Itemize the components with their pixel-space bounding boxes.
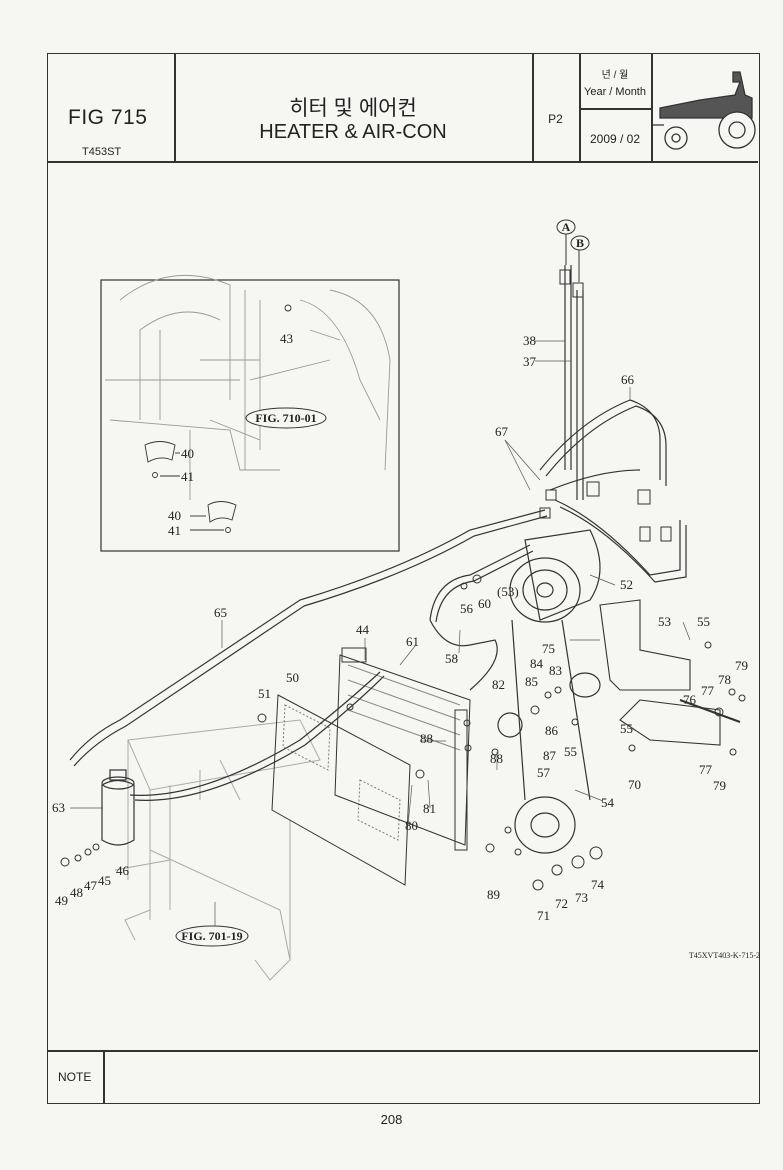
part-label: 50 [286, 670, 299, 685]
year-month-label: Year / Month [584, 86, 646, 98]
part-label: 49 [55, 893, 68, 908]
part-label: 55 [620, 721, 633, 736]
header-col-line [579, 54, 581, 161]
header-col-line [174, 54, 176, 161]
page-title: HEATER & AIR-CON [259, 121, 447, 143]
part-label: 43 [280, 331, 293, 346]
drawing-code: T45XVT403-K-715-2 [689, 951, 760, 960]
leader-lines [70, 340, 691, 926]
part-label: 88 [420, 731, 433, 746]
page-number: 208 [380, 1112, 403, 1127]
part-label: 47 [84, 878, 98, 893]
part-label: 63 [52, 800, 65, 815]
part-label: 79 [735, 658, 748, 673]
part-label: 77 [699, 762, 713, 777]
inset-frame-sketch [105, 275, 391, 533]
connector-label-a: A [562, 220, 571, 234]
part-label: 78 [718, 672, 731, 687]
part-label: 37 [523, 354, 537, 369]
part-label: 40 [181, 446, 194, 461]
part-label: 72 [555, 896, 568, 911]
part-label: (53) [497, 584, 519, 599]
page-title-korean: 히터 및 에어컨 [289, 97, 417, 120]
part-label: 46 [116, 863, 130, 878]
compressor [509, 529, 601, 623]
page-frame: FIG 715 T453ST 히터 및 에어컨 HEATER & AIR-CON… [47, 53, 760, 1104]
part-label: 83 [549, 663, 562, 678]
figure-number: FIG 715 [68, 106, 148, 129]
part-label: 67 [495, 424, 509, 439]
chassis-sketch [114, 719, 321, 981]
header-col-line [532, 54, 534, 161]
part-label: 89 [487, 887, 500, 902]
part-label: 76 [683, 692, 697, 707]
drive-belt [497, 619, 601, 854]
note-label: NOTE [58, 1070, 92, 1084]
header-row-line [579, 108, 651, 110]
part-label: 86 [545, 723, 559, 738]
part-label: 71 [537, 908, 550, 923]
page-code: P2 [548, 112, 563, 126]
note-divider [48, 1050, 758, 1052]
part-label: 60 [478, 596, 491, 611]
inset-box [100, 279, 400, 552]
part-label: 51 [258, 686, 271, 701]
issue-date: 2009 / 02 [589, 132, 641, 146]
part-labels: 38 37 40 41 40 41 43 44 45 46 47 48 49 5… [52, 331, 748, 923]
part-label: 48 [70, 885, 83, 900]
figure-ref-bubble [175, 925, 249, 947]
hardware-markers [60, 269, 746, 891]
part-label: 80 [405, 818, 418, 833]
part-label: 38 [523, 333, 536, 348]
refrigerant-hoses [69, 265, 687, 801]
condenser-screen [271, 694, 411, 886]
part-label: 77 [701, 683, 715, 698]
part-label: 55 [697, 614, 710, 629]
connector-label-b: B [576, 236, 584, 250]
part-label: 82 [492, 677, 505, 692]
part-label: 55 [564, 744, 577, 759]
part-label: 66 [621, 372, 635, 387]
header-col-line [651, 54, 653, 161]
compressor-bracket [599, 599, 741, 746]
part-label: 84 [530, 656, 544, 671]
part-label: 70 [628, 777, 641, 792]
header-divider [48, 161, 758, 163]
part-label: 75 [542, 641, 555, 656]
part-label: 45 [98, 873, 111, 888]
condenser [334, 647, 471, 851]
part-label: 61 [406, 634, 419, 649]
part-label: 58 [445, 651, 458, 666]
connector-callouts [556, 219, 590, 282]
year-month-label-korean: 년 / 월 [601, 70, 629, 81]
part-label: 52 [620, 577, 633, 592]
part-label: 53 [658, 614, 671, 629]
part-label: 88 [490, 751, 503, 766]
figure-ref-frame: FIG. 701-19 [181, 929, 242, 943]
model-code: T453ST [82, 146, 122, 158]
figure-ref-inset: FIG. 710-01 [255, 411, 316, 425]
part-label: 87 [543, 748, 557, 763]
part-label: 40 [168, 508, 181, 523]
part-label: 85 [525, 674, 538, 689]
part-label: 44 [356, 622, 370, 637]
part-label: 56 [460, 601, 474, 616]
note-col-line [103, 1050, 105, 1103]
part-label: 74 [591, 877, 605, 892]
part-label: 81 [423, 801, 436, 816]
part-label: 54 [601, 795, 615, 810]
part-label: 57 [537, 765, 551, 780]
tractor-logo [651, 71, 756, 150]
part-label: 79 [713, 778, 726, 793]
part-label: 73 [575, 890, 588, 905]
part-label: 41 [168, 523, 181, 538]
part-label: 41 [181, 469, 194, 484]
part-label: 65 [214, 605, 227, 620]
receiver-drier [101, 769, 135, 846]
figure-ref-bubble [245, 407, 327, 429]
